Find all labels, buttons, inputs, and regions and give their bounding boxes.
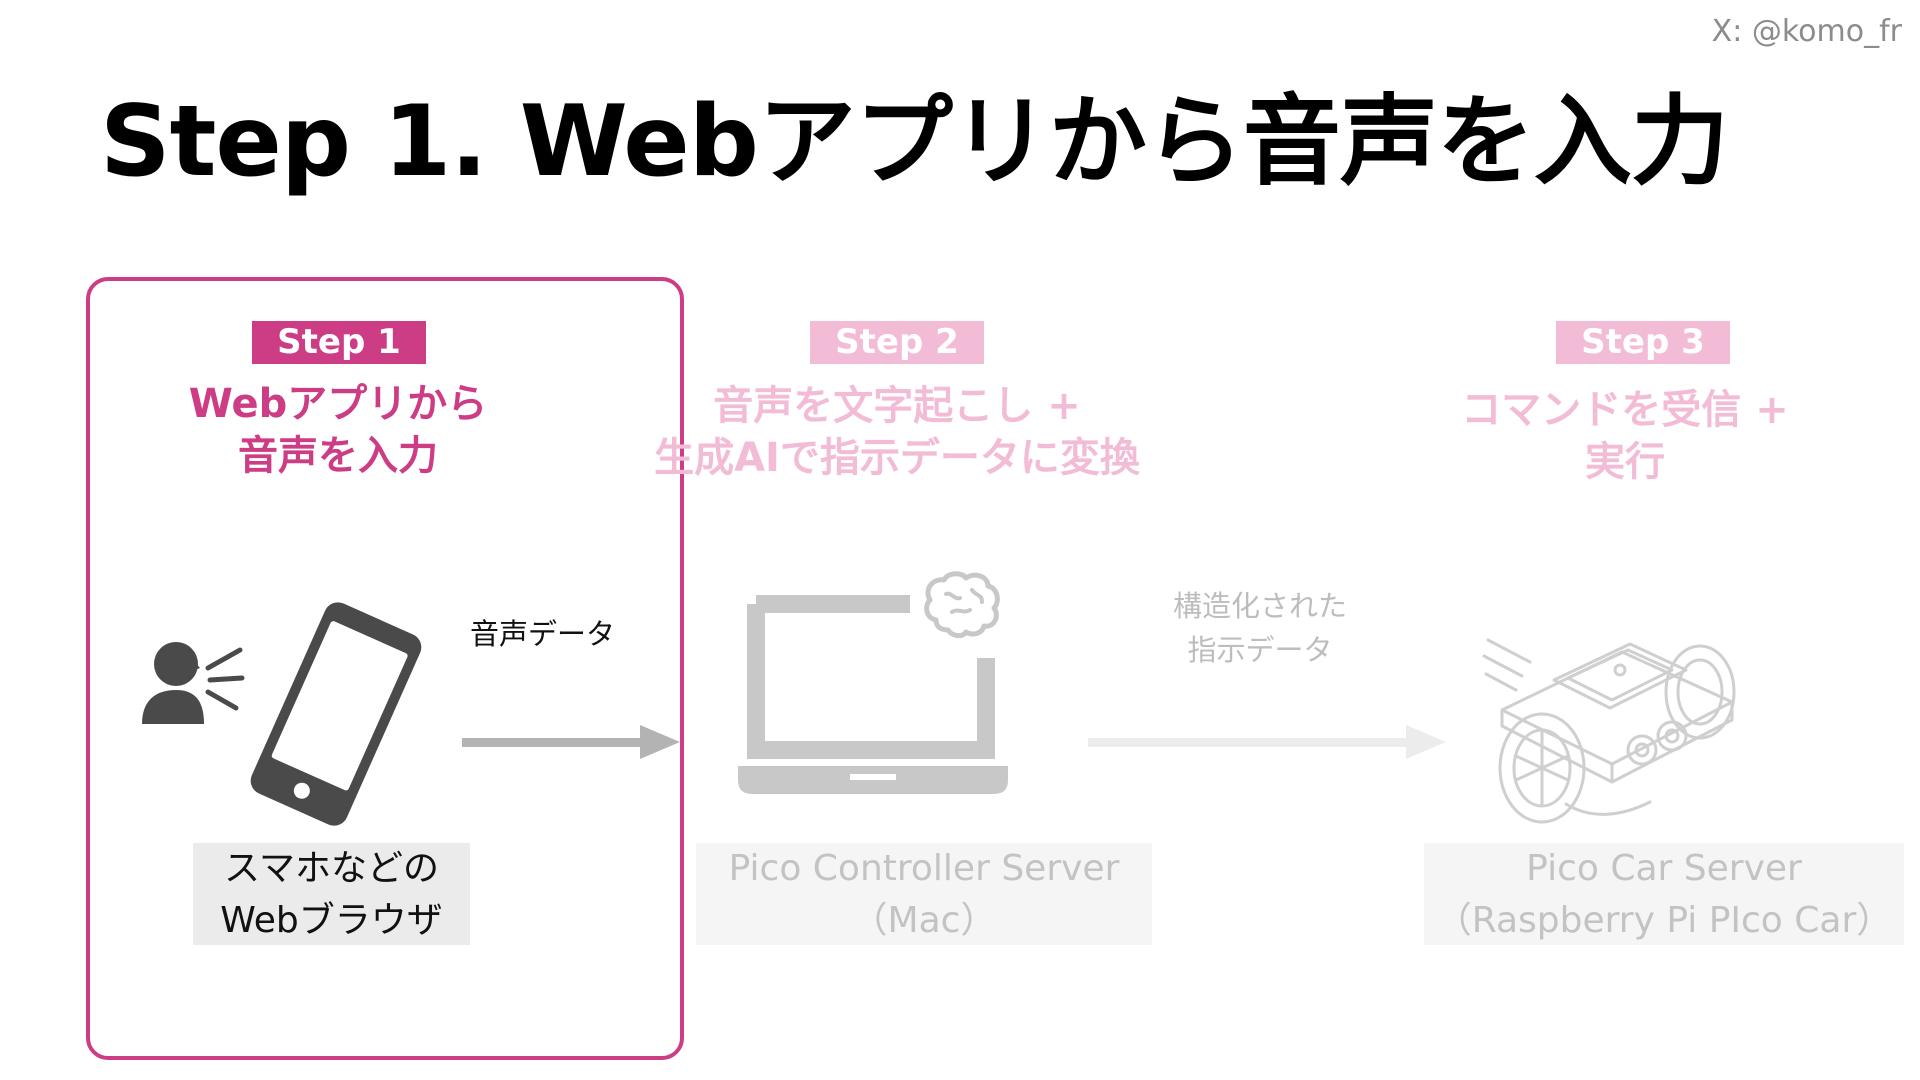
step1-highlight-frame bbox=[86, 277, 684, 1060]
smartphone-icon bbox=[250, 602, 422, 826]
speaking-person-icon bbox=[142, 642, 245, 724]
controller-label: Pico Controller Server （Mac） bbox=[696, 843, 1152, 945]
page-title: Step 1. Webアプリから音声を入力 bbox=[100, 85, 1729, 199]
structured-data-arrow-icon bbox=[1088, 725, 1446, 759]
laptop-icon bbox=[738, 595, 1008, 794]
structured-data-label: 構造化された 指示データ bbox=[1152, 584, 1368, 672]
browser-label: スマホなどの Webブラウザ bbox=[193, 843, 470, 945]
step1-description: Webアプリから 音声を入力 bbox=[138, 378, 538, 482]
car-label: Pico Car Server （Raspberry Pi PIco Car） bbox=[1424, 843, 1904, 945]
step1-desc-line2: 音声を入力 bbox=[238, 433, 438, 479]
step1-desc-line1: Webアプリから bbox=[188, 381, 488, 427]
step3-badge: Step 3 bbox=[1556, 321, 1730, 364]
step2-description: 音声を文字起こし + 生成AIで指示データに変換 bbox=[650, 380, 1144, 484]
structured-data-label-line2: 指示データ bbox=[1187, 633, 1333, 667]
voice-data-arrow-icon bbox=[462, 725, 680, 759]
author-credit: X: @komo_fr bbox=[1711, 14, 1902, 49]
robot-car-icon bbox=[1482, 638, 1736, 824]
step2-badge: Step 2 bbox=[810, 321, 984, 364]
step3-description: コマンドを受信 + 実行 bbox=[1440, 384, 1810, 488]
step1-badge: Step 1 bbox=[252, 321, 426, 364]
controller-label-line1: Pico Controller Server bbox=[728, 848, 1120, 889]
car-label-line2: （Raspberry Pi PIco Car） bbox=[1435, 900, 1893, 941]
controller-label-line2: （Mac） bbox=[851, 900, 997, 941]
browser-label-line2: Webブラウザ bbox=[220, 900, 443, 941]
step2-desc-line1: 音声を文字起こし + bbox=[713, 383, 1081, 429]
car-label-line1: Pico Car Server bbox=[1526, 848, 1802, 889]
brain-icon bbox=[924, 571, 1000, 639]
step2-desc-line2: 生成AIで指示データに変換 bbox=[654, 435, 1140, 481]
step3-desc-line2: 実行 bbox=[1585, 439, 1665, 485]
step3-desc-line1: コマンドを受信 + bbox=[1461, 387, 1789, 433]
structured-data-label-line1: 構造化された bbox=[1172, 589, 1347, 623]
browser-label-line1: スマホなどの bbox=[224, 848, 439, 889]
voice-data-label: 音声データ bbox=[470, 617, 616, 651]
